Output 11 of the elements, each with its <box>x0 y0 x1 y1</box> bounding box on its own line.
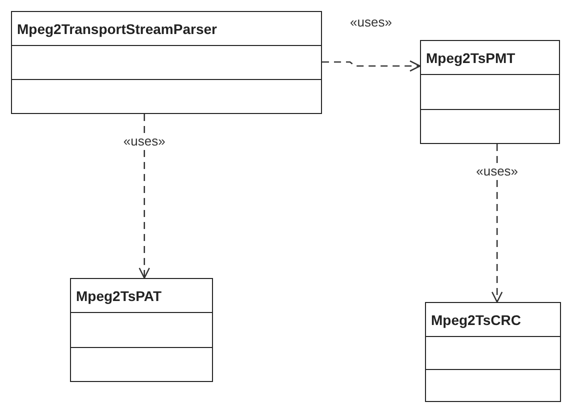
class-name: Mpeg2TsPMT <box>426 50 516 66</box>
dependency-arrow <box>491 144 503 303</box>
dependency-arrow <box>138 114 150 279</box>
class-name: Mpeg2TsCRC <box>431 312 521 328</box>
dependency-arrow <box>322 60 421 72</box>
class-name: Mpeg2TsPAT <box>76 288 162 304</box>
class-box <box>425 302 561 402</box>
class-box <box>11 11 322 114</box>
class-box <box>70 278 213 382</box>
class-box <box>420 40 560 144</box>
class-name: Mpeg2TransportStreamParser <box>17 20 217 36</box>
